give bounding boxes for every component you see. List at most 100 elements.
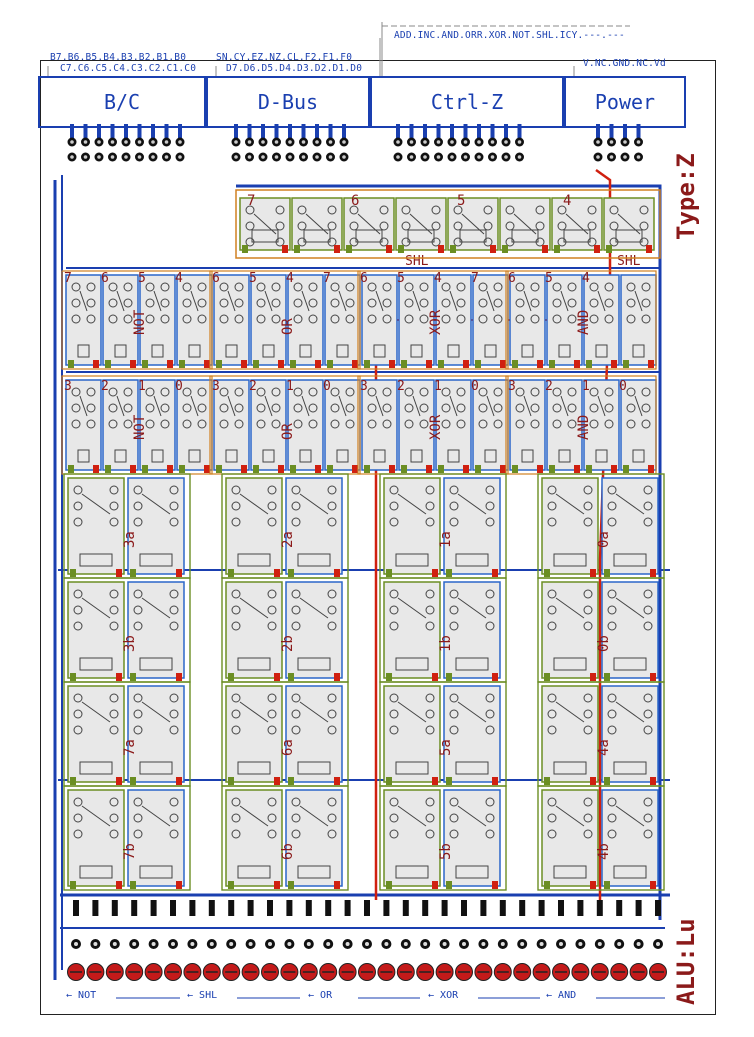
relay-contact bbox=[449, 589, 459, 599]
relay-switch bbox=[397, 493, 427, 515]
relay-coil bbox=[262, 344, 275, 358]
header-pin-trace bbox=[247, 124, 252, 138]
relay-switch bbox=[615, 701, 645, 723]
relay-contact bbox=[197, 403, 207, 413]
bit-number: 0 bbox=[619, 379, 627, 394]
relay-contact bbox=[109, 725, 119, 735]
bottom-hole bbox=[74, 942, 78, 946]
relay-pad bbox=[334, 777, 340, 785]
header-hole bbox=[596, 155, 600, 159]
relay-coil bbox=[114, 344, 127, 358]
relay-contact bbox=[607, 829, 617, 839]
relay-pad bbox=[648, 465, 654, 473]
relay-body bbox=[583, 274, 620, 366]
relay-contact bbox=[145, 282, 155, 292]
bottom-hole bbox=[617, 942, 622, 946]
relay-contact bbox=[493, 298, 503, 308]
bottom-hole bbox=[268, 942, 272, 946]
bottom-trace bbox=[228, 900, 235, 916]
header-hole bbox=[288, 140, 292, 144]
relay-contact bbox=[275, 205, 285, 215]
relay-contact bbox=[567, 387, 577, 397]
relay-contact bbox=[133, 501, 143, 511]
relay-contact bbox=[389, 517, 399, 527]
relay-contact bbox=[108, 403, 118, 413]
relay-coil bbox=[77, 344, 90, 358]
relay-coil bbox=[455, 761, 489, 775]
relay-contact bbox=[485, 605, 495, 615]
relay-switch bbox=[634, 395, 643, 417]
relay-contact bbox=[589, 298, 599, 308]
relay-contact bbox=[449, 725, 459, 735]
relay-contact bbox=[589, 282, 599, 292]
relay-contact bbox=[133, 693, 143, 703]
op-label-not: NOT bbox=[132, 309, 148, 335]
relay-contact bbox=[169, 725, 179, 735]
relay-coil bbox=[139, 657, 173, 671]
relay-contact bbox=[607, 501, 617, 511]
relay-contact bbox=[547, 589, 557, 599]
relay-contact bbox=[419, 298, 429, 308]
relay-switch bbox=[239, 805, 269, 827]
relay-contact bbox=[231, 485, 241, 495]
relay-contact bbox=[493, 403, 503, 413]
relay-switch bbox=[301, 290, 310, 312]
relay-body bbox=[472, 274, 509, 366]
header-hole bbox=[83, 155, 88, 159]
header-hole bbox=[477, 140, 481, 144]
relay-contact bbox=[493, 282, 503, 292]
relay-switch bbox=[299, 805, 329, 827]
relay-contact bbox=[109, 797, 119, 807]
relay-pad bbox=[446, 673, 452, 681]
relay-body bbox=[102, 379, 139, 471]
header-hole bbox=[477, 155, 481, 159]
relay-coil bbox=[237, 865, 271, 879]
relay-contact bbox=[109, 501, 119, 511]
header-hole bbox=[596, 140, 600, 144]
bottom-trace bbox=[558, 900, 564, 916]
relay-contact bbox=[643, 829, 653, 839]
relay-switch bbox=[190, 290, 199, 312]
relay-contact bbox=[547, 485, 557, 495]
relay-switch bbox=[523, 290, 532, 312]
relay-switch bbox=[457, 597, 487, 619]
relay-coil bbox=[395, 553, 429, 567]
bit-number: 5 bbox=[138, 271, 146, 286]
relay-pad bbox=[116, 777, 122, 785]
relay-contact bbox=[133, 485, 143, 495]
relay-contact bbox=[86, 314, 96, 324]
relay-contact bbox=[330, 387, 340, 397]
relay-pad bbox=[492, 569, 498, 577]
relay-contact bbox=[401, 221, 411, 231]
header-hole bbox=[490, 155, 495, 159]
relay-pad bbox=[475, 360, 481, 368]
relay-contact bbox=[626, 387, 636, 397]
relay-contact bbox=[86, 298, 96, 308]
bottom-hole bbox=[462, 942, 466, 946]
bit-number: 2 bbox=[545, 379, 553, 394]
board-outline bbox=[40, 60, 716, 1015]
bottom-hole bbox=[306, 942, 311, 946]
adder-label-7b: 7b bbox=[122, 843, 138, 860]
relay-contact bbox=[419, 282, 429, 292]
relay-contact bbox=[327, 813, 337, 823]
relay-contact bbox=[567, 403, 577, 413]
relay-coil bbox=[114, 449, 127, 463]
relay-contact bbox=[293, 298, 303, 308]
relay-switch bbox=[412, 395, 421, 417]
relay-contact bbox=[604, 403, 614, 413]
relay-switch bbox=[299, 597, 329, 619]
header-pin-trace bbox=[151, 124, 155, 138]
relay-switch bbox=[239, 493, 269, 515]
relay-switch bbox=[615, 493, 645, 515]
relay-pad bbox=[426, 360, 432, 368]
relay-contact bbox=[515, 314, 525, 324]
bc-connector: B/C bbox=[38, 76, 206, 128]
op-label-and: AND bbox=[576, 310, 592, 335]
relay-contact bbox=[133, 589, 143, 599]
relay-coil bbox=[615, 229, 643, 243]
relay-pad bbox=[611, 360, 617, 368]
bottom-trace bbox=[267, 900, 273, 916]
relay-coil bbox=[455, 657, 489, 671]
header-hole bbox=[504, 140, 508, 144]
